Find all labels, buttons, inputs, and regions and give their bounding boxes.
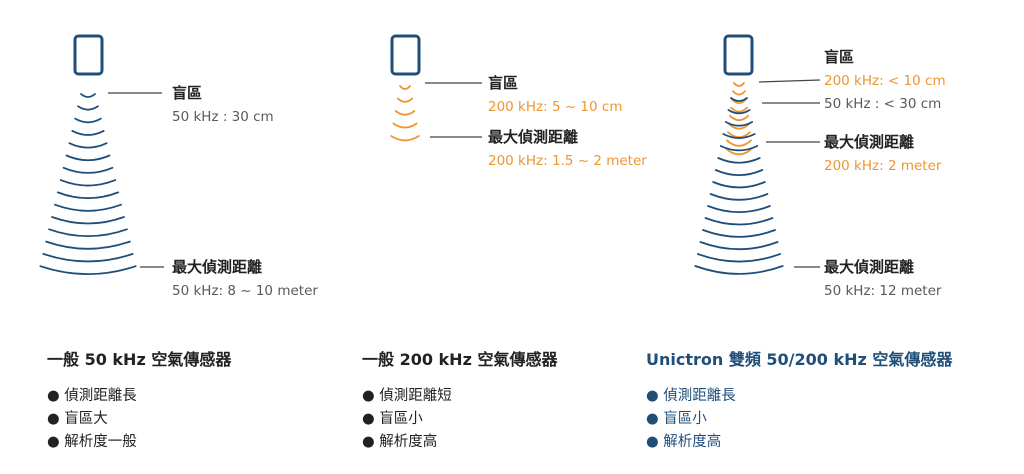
- sensor-50k-wave-arcs: [39, 93, 137, 275]
- sensor-50k-wave-arc: [62, 166, 114, 174]
- sensor-200k-range-value: 200 kHz: 1.5 ~ 2 meter: [488, 153, 647, 169]
- sensor-200k-wave-arc: [392, 122, 418, 129]
- sensor-dual-50k-wave-arc: [712, 181, 766, 189]
- sensor-dual-blind-value-50k: 50 kHz : < 30 cm: [824, 96, 941, 112]
- sensor-200k-wave-arcs: [390, 85, 420, 142]
- sensor-200k-heading: 一般 200 kHz 空氣傳感器: [362, 350, 558, 369]
- sensor-dual-50k-wave-arc: [707, 205, 771, 213]
- sensor-50k-blind-title: 盲區: [172, 84, 202, 102]
- sensor-200k-group: 盲區 200 kHz: 5 ~ 10 cm 最大偵測距離 200 kHz: 1.…: [362, 34, 647, 450]
- sensor-dual-wave-arcs: [694, 82, 784, 275]
- sensor-dual-200k-wave-arc: [729, 114, 749, 122]
- sensor-dual-50k-wave-arc: [702, 229, 776, 238]
- sensor-50k-range-value: 50 kHz: 8 ~ 10 meter: [172, 283, 318, 299]
- sensor-50k-wave-arc: [77, 105, 99, 111]
- sensor-50k-blind-value: 50 kHz : 30 cm: [172, 109, 274, 125]
- sensor-50k-group: 盲區 50 kHz : 30 cm 最大偵測距離 50 kHz: 8 ~ 10 …: [39, 34, 318, 450]
- sensor-50k-wave-arc: [51, 216, 125, 225]
- sensor-dual-range-200k-value: 200 kHz: 2 meter: [824, 158, 942, 174]
- sensor-50k-wave-arc: [71, 130, 105, 136]
- sensor-dual-200k-wave-arc: [730, 106, 748, 113]
- sensor-50k-transducer-icon: [73, 34, 104, 76]
- sensor-dual-range-50k-title: 最大偵測距離: [824, 258, 914, 276]
- sensor-200k-wave-arc: [396, 97, 414, 103]
- sensor-dual-200k-wave-arc: [733, 82, 745, 87]
- sensor-50k-wave-arc: [74, 117, 102, 124]
- sensor-200k-range-title: 最大偵測距離: [488, 128, 578, 146]
- sensor-50k-range-title: 最大偵測距離: [172, 258, 262, 276]
- sensor-dual-50k-wave-arc: [699, 241, 779, 251]
- sensor-dual-200k-wave-arc: [726, 139, 752, 147]
- sensor-200k-bullet-3: ● 解析度高: [362, 433, 437, 450]
- sensor-200k-bullet-2: ● 盲區小: [362, 410, 423, 427]
- sensor-50k-wave-arc: [56, 191, 120, 200]
- sensor-200k-wave-arc: [394, 110, 416, 116]
- sensor-dual-50k-wave-arc: [694, 265, 784, 275]
- sensor-200k-blind-title: 盲區: [488, 74, 518, 92]
- sensor-dual-200k-wave-arc: [732, 90, 746, 96]
- sensor-dual-blind-200k-leader-line: [758, 79, 821, 83]
- sensor-dual-range-50k-value: 50 kHz: 12 meter: [824, 283, 942, 299]
- sensor-dual-50k-wave-arc: [719, 145, 759, 152]
- sensor-dual-50k-wave-arc: [696, 253, 782, 263]
- sensor-dual-bullet-3: ● 解析度高: [646, 433, 721, 450]
- sensor-dual-50k-wave-arc: [714, 169, 764, 176]
- sensor-dual-group: 盲區 200 kHz: < 10 cm 50 kHz : < 30 cm 最大偵…: [646, 34, 953, 450]
- sensor-50k-heading: 一般 50 kHz 空氣傳感器: [47, 350, 232, 369]
- sensor-50k-wave-arc: [59, 179, 117, 187]
- sensor-50k-bullet-2: ● 盲區大: [47, 410, 108, 427]
- sensor-dual-bullet-1: ● 偵測距離長: [646, 386, 736, 404]
- sensor-dual-200k-wave-arc: [728, 123, 750, 130]
- sensor-dual-bullet-2: ● 盲區小: [646, 410, 707, 427]
- sensor-dual-50k-wave-arc: [727, 109, 751, 115]
- sensor-50k-wave-arc: [65, 154, 111, 162]
- sensor-50k-wave-arc: [48, 228, 128, 237]
- sensor-dual-50k-wave-arc: [722, 133, 756, 139]
- sensor-dual-200k-wave-arc: [731, 98, 747, 104]
- sensor-dual-50k-wave-arc: [725, 121, 753, 127]
- sensor-dual-200k-wave-arc: [725, 147, 753, 156]
- sensor-dual-50k-wave-arc: [730, 97, 748, 102]
- sensor-200k-wave-arc: [399, 85, 411, 90]
- sensor-50k-bullet-1: ● 偵測距離長: [47, 386, 137, 404]
- sensor-dual-50k-wave-arc: [704, 217, 774, 226]
- sensor-200k-blind-value: 200 kHz: 5 ~ 10 cm: [488, 99, 622, 115]
- sensor-50k-wave-arc: [39, 265, 137, 275]
- sensor-dual-blind-title: 盲區: [824, 48, 854, 66]
- sensor-dual-transducer-icon: [723, 34, 754, 76]
- sensor-50k-bullet-3: ● 解析度一般: [47, 433, 137, 450]
- sensor-50k-wave-arc: [80, 93, 96, 98]
- sensor-dual-heading: Unictron 雙頻 50/200 kHz 空氣傳感器: [646, 350, 953, 369]
- sensor-dual-range-200k-title: 最大偵測距離: [824, 133, 914, 151]
- sensor-200k-transducer-icon: [390, 34, 421, 76]
- sensor-dual-50k-wave-arc: [717, 157, 761, 164]
- sensor-200k-bullet-1: ● 偵測距離短: [362, 386, 452, 404]
- sensor-dual-blind-value-200k: 200 kHz: < 10 cm: [824, 73, 946, 89]
- sensor-dual-50k-wave-arc: [709, 193, 769, 201]
- sensor-50k-wave-arc: [42, 253, 134, 263]
- sensor-200k-wave-arc: [390, 135, 420, 142]
- sensor-50k-wave-arc: [45, 240, 131, 250]
- sensor-50k-wave-arc: [54, 203, 122, 212]
- sensor-50k-wave-arc: [68, 142, 108, 149]
